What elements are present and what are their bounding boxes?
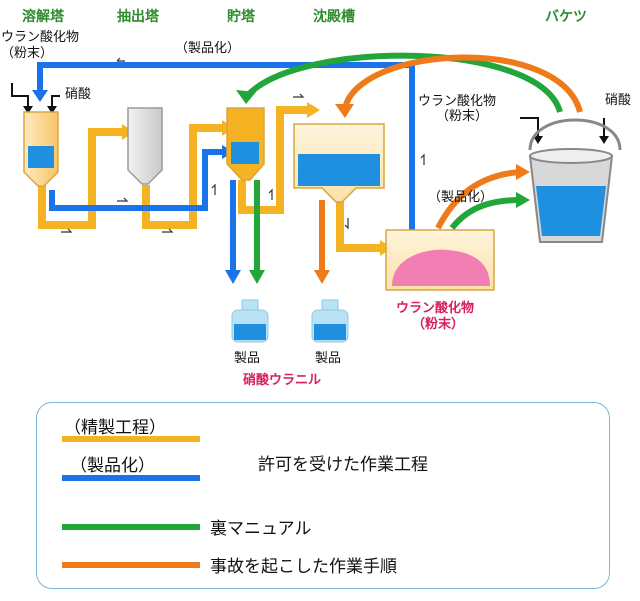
header-settling-tank: 沈殿槽 xyxy=(313,9,355,25)
label-product-conversion-top: （製品化） xyxy=(175,41,241,56)
settling-tank xyxy=(293,123,385,203)
header-extraction-tower: 抽出塔 xyxy=(117,9,159,25)
secret-manual-pipes xyxy=(245,52,563,272)
legend-box xyxy=(36,402,610,589)
extraction-tower xyxy=(127,107,163,185)
input-arrowheads xyxy=(23,106,609,144)
legend-line-product-conversion xyxy=(62,475,200,481)
accident-pipes xyxy=(319,54,583,272)
label-uranium-oxide-left: ウラン酸化物 xyxy=(1,30,80,45)
label-nitric-acid-left: 硝酸 xyxy=(65,87,92,102)
header-storage-tower: 貯塔 xyxy=(227,9,255,25)
label-uranyl-nitrate: 硝酸ウラニル xyxy=(243,373,322,388)
accident-arrowheads xyxy=(314,104,530,284)
label-uranium-oxide-red: ウラン酸化物 xyxy=(396,301,475,316)
flow-direction-marks xyxy=(61,57,425,233)
legend-line-accident xyxy=(62,562,200,568)
product-pipes xyxy=(37,62,415,272)
storage-tower xyxy=(226,107,265,181)
legend-line-refining xyxy=(62,436,200,442)
header-bucket: バケツ xyxy=(545,9,587,25)
label-product-1: 製品 xyxy=(234,351,261,366)
legend-label-accident-procedure: 事故を起こした作業手順 xyxy=(210,557,397,577)
legend-line-secret-manual xyxy=(62,524,200,530)
uranium-powder-tray xyxy=(385,229,495,291)
label-powder-left: （粉末） xyxy=(1,46,54,61)
dissolution-tower xyxy=(23,111,59,187)
label-product-conversion-mid: （製品化） xyxy=(428,190,494,205)
secret-manual-arrowheads xyxy=(236,90,530,284)
refining-pipes xyxy=(38,106,380,252)
legend-label-product-conversion: （製品化） xyxy=(70,456,155,476)
legend-label-refining: （精製工程） xyxy=(64,418,166,438)
label-powder-right: （粉末） xyxy=(436,109,489,124)
header-dissolution-tower: 溶解塔 xyxy=(22,9,64,25)
label-product-2: 製品 xyxy=(315,351,342,366)
product-bottle-1 xyxy=(231,299,269,343)
legend-label-licensed-process: 許可を受けた作業工程 xyxy=(258,455,428,475)
label-uranium-oxide-right: ウラン酸化物 xyxy=(418,94,497,109)
label-powder-red: （粉末） xyxy=(412,317,465,332)
legend-label-secret-manual: 裏マニュアル xyxy=(210,519,312,539)
bucket xyxy=(528,118,622,243)
product-bottle-2 xyxy=(311,299,349,343)
label-nitric-acid-right: 硝酸 xyxy=(605,93,632,108)
